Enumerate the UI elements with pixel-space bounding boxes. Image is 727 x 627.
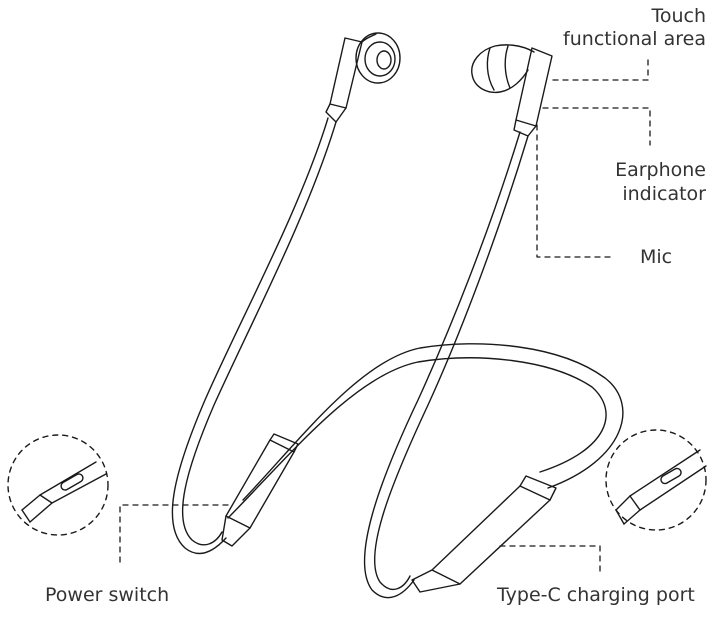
leader-power-switch	[119, 504, 229, 563]
leader-mic	[536, 124, 616, 258]
power-switch-zoom-circle	[7, 434, 109, 536]
type-c-zoom-circle	[605, 429, 707, 531]
right-cable	[363, 131, 529, 599]
right-control-module	[411, 475, 557, 593]
label-type-c-port: Type-C charging port	[497, 584, 695, 606]
leader-type-c-port	[499, 545, 601, 576]
left-cable	[171, 117, 337, 554]
label-indicator-line2: indicator	[622, 183, 706, 205]
neckband	[227, 343, 624, 519]
leader-lines	[119, 57, 651, 576]
label-mic: Mic	[640, 246, 673, 268]
leader-earphone-indicator	[542, 107, 651, 146]
left-earbud	[325, 32, 401, 123]
label-touch-line1: Touch	[651, 5, 706, 27]
right-earbud	[471, 44, 553, 137]
label-indicator-line1: Earphone	[615, 159, 706, 181]
label-power-switch: Power switch	[45, 584, 170, 606]
label-touch-line2: functional area	[563, 28, 706, 50]
leader-touch-area	[552, 57, 649, 81]
left-control-module	[221, 433, 299, 547]
